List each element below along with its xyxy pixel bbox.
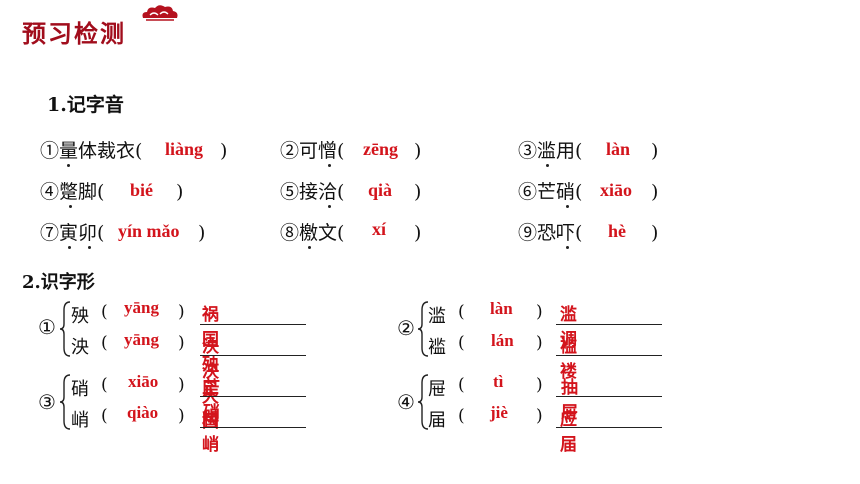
item-word: 可憎 bbox=[299, 140, 338, 162]
pinyin-answer: yāng bbox=[124, 298, 159, 317]
brace-icon bbox=[417, 374, 429, 430]
pronunciation-item: ⑨恐吓( hè ) bbox=[518, 219, 658, 249]
pinyin-answer: tì bbox=[493, 372, 504, 391]
item-marker: ④ bbox=[40, 181, 60, 203]
word-answer: 抽屉 bbox=[561, 378, 579, 423]
pinyin-answer: bié bbox=[130, 180, 154, 200]
pinyin-answer: xí bbox=[372, 219, 387, 239]
target-char: 殃 bbox=[71, 306, 89, 327]
item-marker: ⑦ bbox=[40, 222, 60, 244]
target-char: 泱 bbox=[71, 337, 89, 358]
pinyin-answer: xiāo bbox=[128, 372, 159, 391]
pinyin-answer: yāng bbox=[124, 330, 159, 349]
section-heading-character-form: 2.识字形 bbox=[22, 272, 95, 293]
brace-icon bbox=[59, 301, 71, 357]
target-char: 褴 bbox=[428, 337, 446, 358]
target-char: 硝 bbox=[71, 379, 89, 400]
target-char: 屉 bbox=[428, 379, 446, 400]
answer-underline bbox=[556, 355, 662, 356]
brace-icon bbox=[59, 374, 71, 430]
pinyin-answer: qiào bbox=[127, 403, 159, 422]
pronunciation-item: ⑤接洽( qià ) bbox=[280, 178, 421, 208]
pinyin-answer: qià bbox=[368, 180, 393, 200]
group-marker: ④ bbox=[397, 390, 415, 414]
word-answer: 祸国殃民 bbox=[202, 305, 220, 400]
item-marker: ⑨ bbox=[518, 222, 538, 244]
pinyin-answer: xiāo bbox=[600, 180, 633, 200]
pronunciation-item: ⑦寅卯( yín mǎo ) bbox=[40, 219, 205, 249]
pinyin-answer: làn bbox=[490, 299, 513, 318]
section-heading-pronunciation: 1.记字音 bbox=[47, 94, 124, 116]
pinyin-answer: jiè bbox=[490, 403, 508, 422]
cloud-ornament-icon bbox=[142, 5, 178, 21]
pronunciation-item: ③滥用( làn ) bbox=[518, 137, 658, 167]
answer-underline bbox=[200, 324, 306, 325]
target-char: 滥 bbox=[428, 306, 446, 327]
item-marker: ⑧ bbox=[280, 222, 300, 244]
answer-underline bbox=[200, 396, 306, 397]
pinyin-answer: lán bbox=[491, 331, 514, 350]
item-word: 檄文 bbox=[299, 222, 338, 244]
pronunciation-item: ①量体裁衣( liàng ) bbox=[40, 137, 227, 167]
word-answer: 料峭 bbox=[202, 410, 220, 455]
item-marker: ③ bbox=[518, 140, 538, 162]
word-answer: 滥调 bbox=[560, 305, 578, 350]
answer-underline bbox=[556, 324, 662, 325]
item-word: 滥用 bbox=[537, 140, 576, 162]
word-answer: 褴褛 bbox=[560, 337, 578, 382]
target-char: 届 bbox=[428, 410, 446, 431]
brace-icon bbox=[417, 301, 429, 357]
item-word: 接洽 bbox=[299, 181, 338, 203]
pinyin-answer: yín mǎo bbox=[118, 221, 180, 241]
item-word: 寅卯 bbox=[59, 222, 98, 244]
pinyin-answer: liàng bbox=[165, 139, 204, 159]
item-word: 蹩脚 bbox=[59, 181, 98, 203]
item-marker: ⑥ bbox=[518, 181, 538, 203]
item-marker: ② bbox=[280, 140, 300, 162]
answer-underline bbox=[556, 396, 662, 397]
word-answer: 芒硝 bbox=[203, 378, 221, 423]
item-word: 恐吓 bbox=[537, 222, 576, 244]
group-marker: ② bbox=[397, 316, 415, 340]
pronunciation-item: ②可憎( zēng ) bbox=[280, 137, 421, 167]
word-answer: 应届 bbox=[560, 410, 578, 455]
pronunciation-item: ④蹩脚( bié ) bbox=[40, 178, 183, 208]
group-marker: ③ bbox=[38, 390, 56, 414]
pronunciation-item: ⑥芒硝( xiāo ) bbox=[518, 178, 658, 208]
answer-underline bbox=[200, 427, 306, 428]
group-marker: ① bbox=[38, 315, 56, 339]
answer-underline bbox=[200, 355, 306, 356]
item-word: 芒硝 bbox=[537, 181, 576, 203]
pinyin-answer: hè bbox=[608, 221, 626, 241]
page-title: 预习检测 bbox=[22, 20, 126, 48]
target-char: 峭 bbox=[71, 410, 89, 431]
pinyin-answer: làn bbox=[606, 139, 631, 159]
pinyin-answer: zēng bbox=[363, 139, 398, 159]
pronunciation-item: ⑧檄文( xí ) bbox=[280, 219, 421, 249]
answer-underline bbox=[556, 427, 662, 428]
item-word: 量体裁衣 bbox=[59, 140, 136, 162]
item-marker: ⑤ bbox=[280, 181, 300, 203]
item-marker: ① bbox=[40, 140, 60, 162]
